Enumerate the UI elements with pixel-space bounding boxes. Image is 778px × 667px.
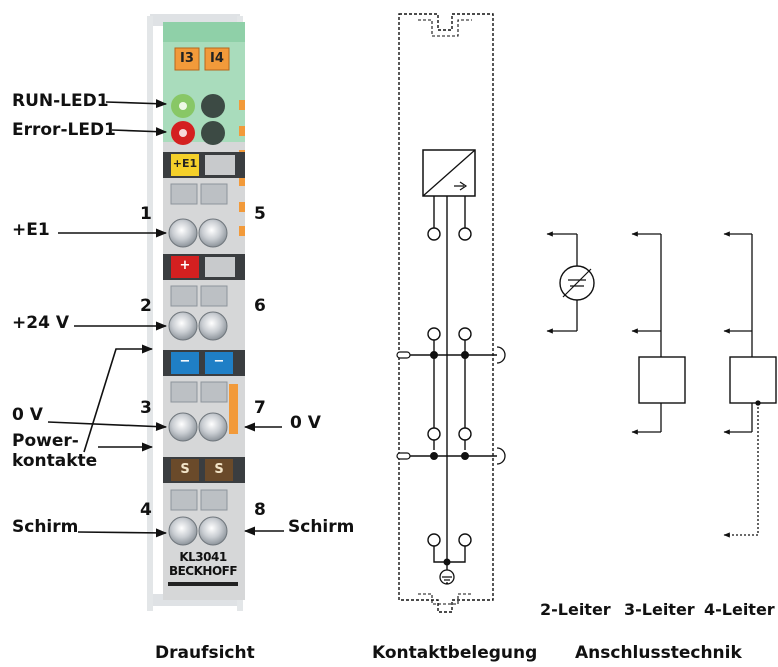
caption-contact: Kontaktbelegung [372, 643, 538, 663]
run-led-label: RUN-LED1 [12, 91, 109, 111]
error-led-label: Error-LED1 [12, 120, 116, 140]
shield-badge-1: S [180, 462, 190, 477]
schirm-right-label: Schirm [288, 517, 355, 537]
caption-connection: Anschlusstechnik [575, 643, 742, 663]
plus-badge: + [179, 258, 191, 273]
shield-badge-2: S [214, 462, 224, 477]
terminal-number-7: 7 [254, 398, 266, 418]
v0-right-label: 0 V [290, 413, 321, 433]
connection-4-leiter: 4-Leiter [704, 600, 775, 619]
caption-top-view: Draufsicht [155, 643, 255, 663]
e1-badge: +E1 [172, 157, 198, 170]
minus-badge-2: − [213, 354, 225, 369]
terminal-number-8: 8 [254, 500, 266, 520]
label-arrows [47, 99, 284, 538]
v0-left-label: 0 V [12, 405, 43, 425]
e1-label: +E1 [12, 220, 50, 240]
schirm-left-label: Schirm [12, 517, 79, 537]
port-label-i3: I3 [180, 51, 194, 66]
connection-2-leiter: 2-Leiter [540, 600, 611, 619]
terminal-number-2: 2 [140, 296, 152, 316]
terminal-number-4: 4 [140, 500, 152, 520]
terminal-number-6: 6 [254, 296, 266, 316]
terminal-number-5: 5 [254, 204, 266, 224]
connection-technique [546, 231, 777, 538]
v24-label: +24 V [12, 313, 69, 333]
terminal-number-1: 1 [140, 204, 152, 224]
contact-assignment [396, 13, 506, 613]
connection-3-leiter: 3-Leiter [624, 600, 695, 619]
terminal-number-3: 3 [140, 398, 152, 418]
minus-badge-1: − [179, 354, 191, 369]
port-label-i4: I4 [210, 51, 224, 66]
power-contacts-label-1: Power- [12, 431, 79, 451]
terminal-housing [147, 14, 245, 611]
model-label: KL3041 [179, 550, 227, 564]
brand-label: BECKHOFF [168, 564, 238, 578]
power-contacts-label-2: kontakte [12, 451, 98, 471]
